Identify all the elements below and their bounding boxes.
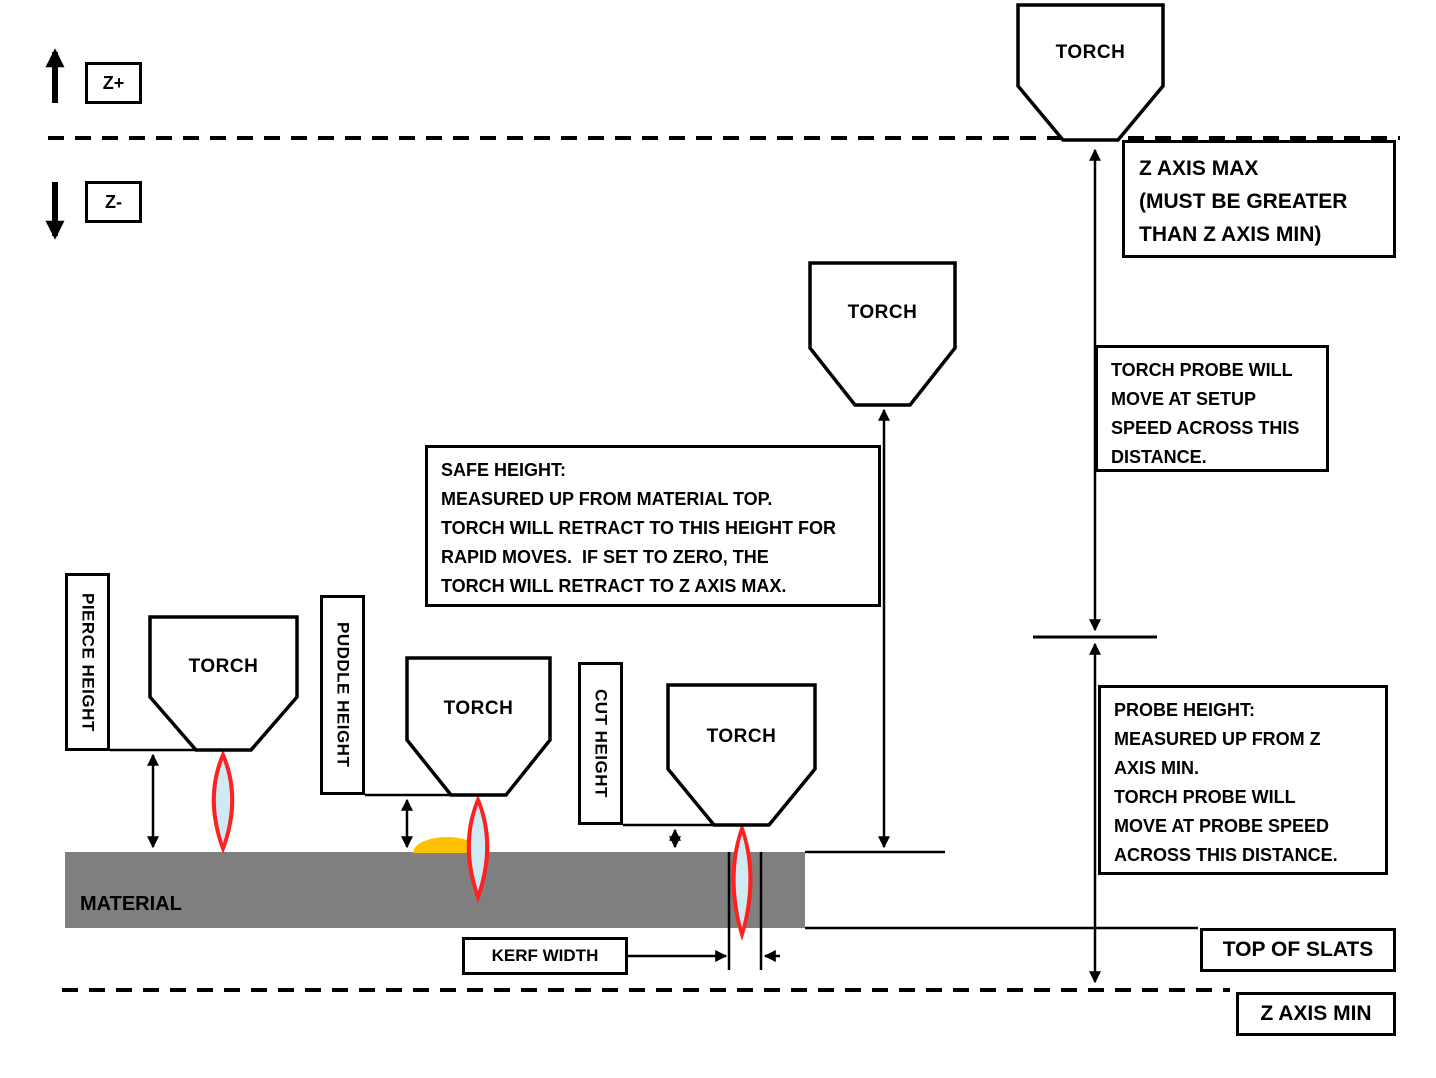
weld-puddle [413, 837, 481, 853]
kerf-width-label-box: KERF WIDTH [462, 937, 628, 975]
z-plus-label-box: Z+ [85, 62, 142, 104]
torch-shape-safe [808, 261, 957, 407]
torch-shape-pierce [148, 615, 299, 752]
kerf-width-label: KERF WIDTH [491, 946, 599, 965]
torch-label-cut: TORCH [706, 726, 777, 747]
top-of-slats-label: TOP OF SLATS [1222, 938, 1374, 961]
top-of-slats-label-box: TOP OF SLATS [1200, 928, 1396, 972]
torch-probe-callout: TORCH PROBE WILL MOVE AT SETUP SPEED ACR… [1095, 345, 1329, 472]
torch-shape-top [1016, 3, 1165, 142]
cut-flame [731, 823, 753, 941]
z-minus-label-box: Z- [85, 181, 142, 223]
material-label: MATERIAL [80, 893, 182, 915]
z-axis-min-label-box: Z AXIS MIN [1236, 992, 1396, 1036]
z-plus-label: Z+ [102, 72, 125, 93]
torch-shape-puddle [405, 656, 552, 797]
torch-label-puddle: TORCH [443, 698, 514, 719]
material-bar [65, 852, 805, 928]
torch-label-pierce: TORCH [188, 656, 259, 677]
torch-label-safe: TORCH [847, 302, 918, 323]
cut-height-label: CUT HEIGHT [578, 662, 623, 825]
z-minus-label: Z- [105, 191, 122, 212]
z-axis-max-callout: Z AXIS MAX (MUST BE GREATER THAN Z AXIS … [1122, 140, 1396, 258]
torch-shape-cut [666, 683, 817, 827]
z-axis-min-label: Z AXIS MIN [1260, 1002, 1372, 1025]
puddle-height-label: PUDDLE HEIGHT [320, 595, 365, 795]
probe-height-callout: PROBE HEIGHT: MEASURED UP FROM Z AXIS MI… [1098, 685, 1388, 875]
safe-height-callout: SAFE HEIGHT: MEASURED UP FROM MATERIAL T… [425, 445, 881, 607]
puddle-flame [466, 795, 490, 903]
torch-label-top: TORCH [1055, 42, 1126, 63]
pierce-flame [211, 750, 235, 854]
pierce-height-label: PIERCE HEIGHT [65, 573, 110, 751]
